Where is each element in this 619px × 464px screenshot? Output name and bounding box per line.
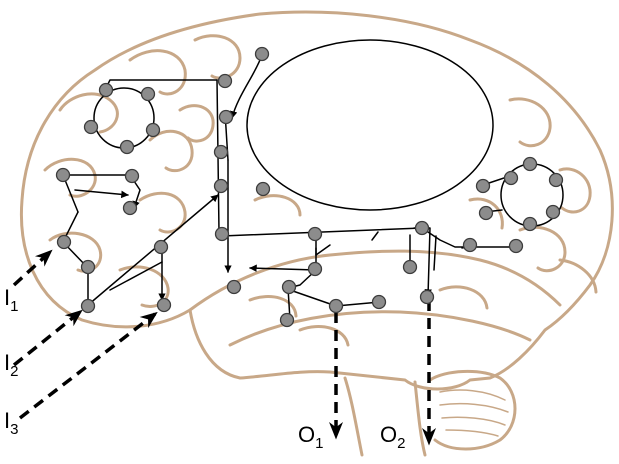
- network-node: [522, 156, 538, 172]
- network-node: [217, 73, 233, 89]
- network-node: [508, 238, 524, 254]
- network-node: [503, 170, 519, 186]
- network-node: [475, 178, 491, 194]
- network-node: [213, 178, 229, 194]
- network-node: [122, 200, 138, 216]
- network-node: [124, 168, 140, 184]
- brain-outline: [19, 10, 614, 457]
- network-node: [254, 46, 270, 62]
- network-node: [462, 237, 478, 253]
- input-label-3: I3: [4, 408, 18, 438]
- network-node: [218, 109, 234, 125]
- network-node: [307, 261, 323, 277]
- network-nodes: [55, 46, 564, 328]
- output-label-1: O1: [298, 422, 323, 452]
- network-node: [119, 139, 135, 155]
- network-node: [214, 226, 230, 242]
- network-node: [80, 298, 96, 314]
- network-node: [98, 82, 114, 98]
- network-node: [226, 279, 242, 295]
- network-node: [153, 239, 169, 255]
- network-node: [213, 144, 229, 160]
- network-connections: [62, 54, 513, 321]
- network-node: [545, 204, 561, 220]
- network-node: [548, 172, 564, 188]
- input-arrow-1: [12, 249, 53, 287]
- network-node: [414, 220, 430, 236]
- network-node: [55, 167, 71, 183]
- network-node: [281, 279, 297, 295]
- network-node: [83, 119, 99, 135]
- network-node: [145, 122, 161, 138]
- network-node: [419, 289, 435, 305]
- output-arrows: [329, 300, 436, 446]
- network-node: [279, 312, 295, 328]
- network-node: [255, 181, 271, 197]
- network-node: [522, 216, 538, 232]
- input-arrow-2: [12, 309, 83, 367]
- input-label-2: I2: [4, 350, 18, 380]
- network-node: [80, 259, 96, 275]
- network-node: [56, 234, 72, 250]
- network-node: [478, 205, 494, 221]
- network-node: [140, 86, 156, 102]
- network-node: [402, 259, 418, 275]
- network-node: [307, 226, 323, 242]
- output-label-2: O2: [380, 422, 405, 452]
- input-label-1: I1: [4, 285, 18, 315]
- input-arrow-3: [18, 311, 158, 420]
- network-node: [156, 297, 172, 313]
- central-ellipse: [246, 39, 494, 211]
- input-arrows: [12, 249, 158, 420]
- network-node: [328, 298, 344, 314]
- network-node: [371, 294, 387, 310]
